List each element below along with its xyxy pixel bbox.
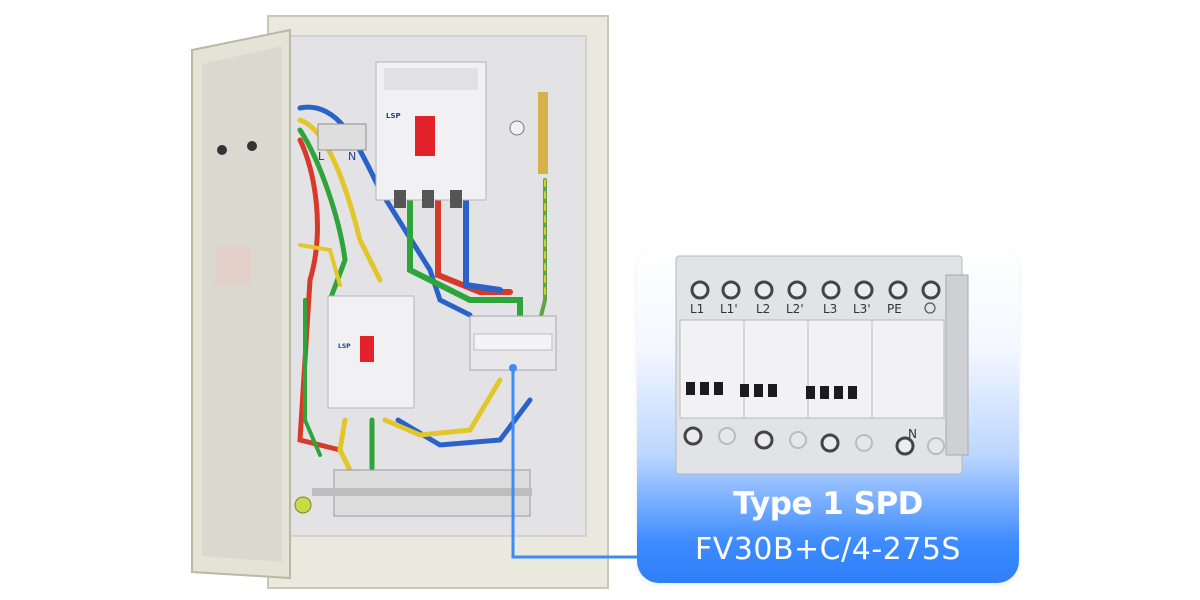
main-breaker-brand: LSP: [386, 112, 401, 120]
terminal-rail: [312, 469, 532, 517]
leader-anchor-icon: [509, 364, 517, 372]
door-glass: [202, 46, 282, 562]
terminal-label-l1: L1: [690, 302, 704, 316]
terminal-label-l1-prime: L1': [720, 302, 738, 316]
ground-bar: [538, 92, 548, 174]
terminal-block-top: L N: [317, 123, 367, 163]
live-label: L: [318, 150, 325, 163]
spd-modules: [679, 319, 945, 419]
neutral-label: N: [348, 150, 356, 163]
door-lock-icon: [217, 145, 227, 155]
terminal-label-pe: PE: [887, 302, 902, 316]
cabinet-spd: [469, 315, 557, 371]
terminal-label-l3-prime: L3': [853, 302, 871, 316]
terminal-label-l2: L2: [756, 302, 770, 316]
spd-side: [945, 274, 969, 456]
earth-symbol-icon: [924, 302, 936, 314]
earth-symbol-icon: [509, 120, 525, 136]
door-reflection: [215, 245, 251, 285]
terminal-label-l2-prime: L2': [786, 302, 804, 316]
secondary-breaker-brand: LSP: [338, 343, 351, 350]
ground-clamp-icon: [294, 496, 312, 514]
terminal-label-l3: L3: [823, 302, 837, 316]
spd-bottom-terminals: [683, 426, 945, 456]
door-lock-icon: [247, 141, 257, 151]
secondary-breaker: LSP: [327, 295, 415, 409]
callout-title: Type 1 SPD: [733, 486, 923, 522]
terminal-label-n: N: [908, 427, 917, 441]
main-breaker: LSP: [375, 61, 487, 208]
spd-top-terminals: [690, 280, 941, 300]
callout-leader-line: [511, 368, 640, 559]
callout-model-number: FV30B+C/4-275S: [695, 532, 961, 567]
